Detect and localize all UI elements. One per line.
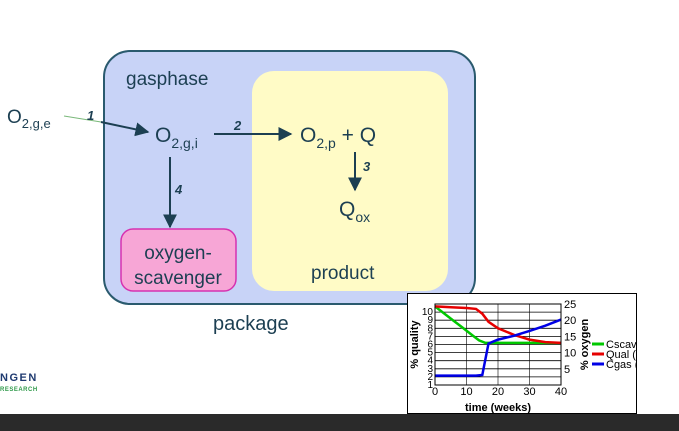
product-label: product bbox=[311, 263, 375, 284]
series-line-cscav bbox=[434, 305, 561, 345]
y-right-tick-label: 20 bbox=[564, 315, 576, 327]
x-tick-label: 40 bbox=[555, 386, 567, 398]
scavenger-label-line2: scavenger bbox=[134, 268, 222, 289]
o2-product-label: O2,p + Q bbox=[300, 124, 376, 151]
y-left-tick-label: 8 bbox=[427, 323, 433, 334]
step-1-label: 1 bbox=[87, 108, 94, 123]
x-tick-label: 10 bbox=[460, 386, 472, 398]
y-left-tick-label: 2 bbox=[427, 372, 433, 383]
logo-text: NGEN bbox=[0, 372, 38, 384]
y-left-tick-label: 9 bbox=[427, 315, 433, 326]
legend-label: Cscav(%) bbox=[606, 339, 636, 351]
y-left-tick-label: 4 bbox=[427, 356, 433, 367]
y-left-tick-label: 3 bbox=[427, 364, 433, 375]
company-logo: NGEN RESEARCH bbox=[0, 372, 60, 400]
y-left-tick-label: 10 bbox=[422, 307, 434, 318]
package-label: package bbox=[213, 313, 289, 335]
y-right-tick-label: 5 bbox=[564, 364, 570, 376]
y-right-tick-label: 10 bbox=[564, 348, 576, 360]
gasphase-label: gasphase bbox=[126, 69, 208, 90]
arrow-1 bbox=[100, 121, 150, 137]
scavenger-label-line1: oxygen- bbox=[144, 243, 212, 264]
legend-label: Qual (%) bbox=[606, 349, 636, 361]
x-tick-label: 0 bbox=[432, 386, 438, 398]
product-box bbox=[252, 71, 448, 291]
legend-label: Cgas (%) bbox=[606, 359, 636, 371]
q-ox-label: Qox bbox=[339, 198, 370, 225]
step-4-label: 4 bbox=[174, 182, 183, 197]
y-left-tick-label: 7 bbox=[427, 331, 433, 342]
series-line-cgas bbox=[435, 318, 562, 377]
scavenger-box bbox=[120, 228, 237, 292]
step-3-label: 3 bbox=[363, 159, 371, 174]
step-2-label: 2 bbox=[233, 118, 242, 133]
series-line-qual bbox=[434, 305, 562, 345]
bottom-bar bbox=[0, 414, 679, 431]
arrow-1-tail bbox=[63, 115, 102, 123]
x-tick-label: 30 bbox=[523, 386, 535, 398]
plot-frame bbox=[434, 303, 562, 386]
y-right-tick-label: 25 bbox=[564, 299, 576, 311]
y-left-tick-label: 6 bbox=[427, 340, 433, 351]
y-left-tick-label: 5 bbox=[427, 348, 433, 359]
y-right-tick-label: 15 bbox=[564, 331, 576, 343]
o2-internal-label: O2,g,i bbox=[155, 124, 198, 151]
logo-subtext: RESEARCH bbox=[0, 387, 38, 393]
x-tick-label: 20 bbox=[492, 386, 504, 398]
y-left-axis-label: % quality bbox=[409, 319, 421, 368]
y-right-axis-label: % oxygen bbox=[579, 319, 591, 371]
x-axis-label: time (weeks) bbox=[465, 402, 531, 413]
o2-external-label: O2,g,e bbox=[7, 107, 51, 131]
y-left-tick-label: 1 bbox=[427, 380, 433, 391]
